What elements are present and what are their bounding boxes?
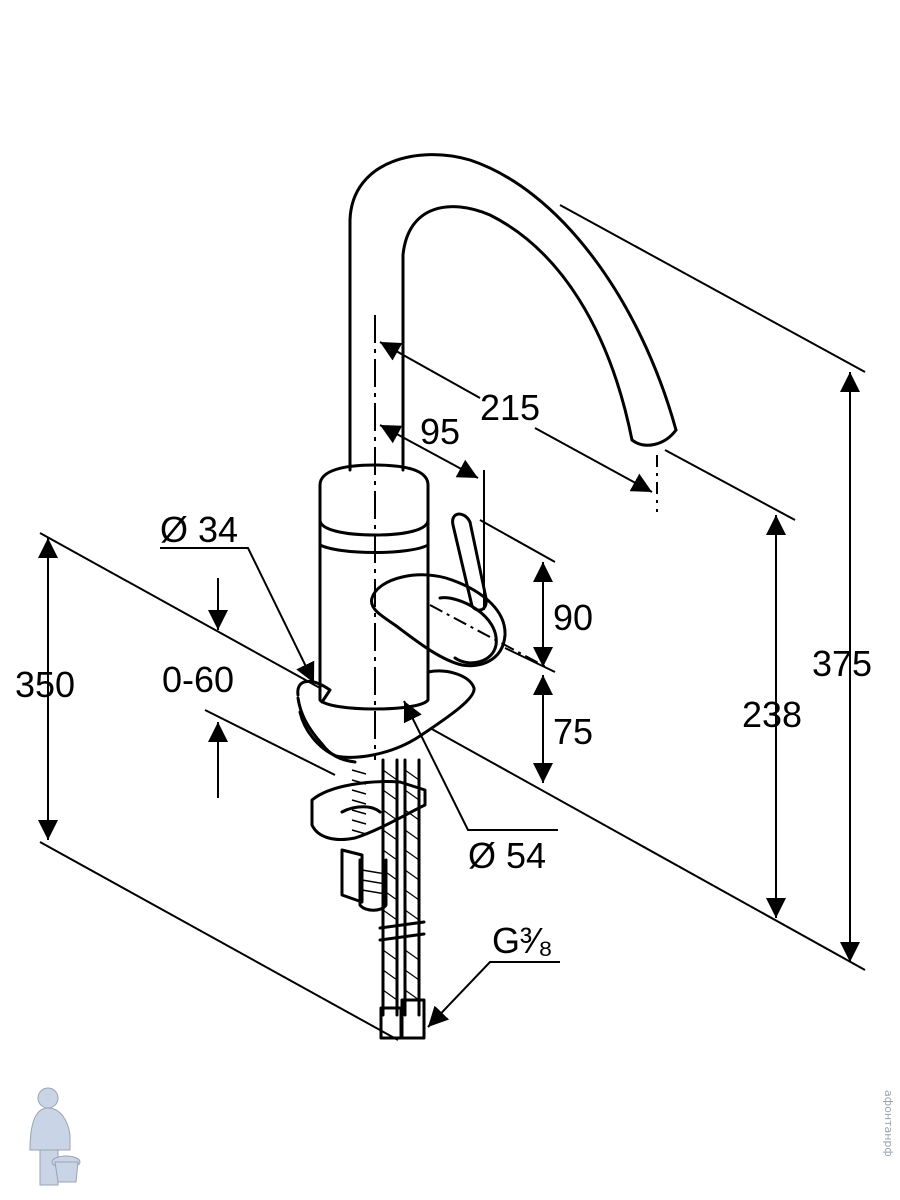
spout-inner [401, 205, 634, 472]
hose-clip [378, 920, 426, 942]
label-375: 375 [812, 643, 872, 684]
base-plate-rim [296, 696, 357, 764]
ext-90-bottom [504, 647, 556, 673]
faucet-outline [296, 153, 678, 1040]
fitting-right [400, 998, 426, 1040]
lever-knob-face [438, 596, 498, 665]
hose-left [381, 758, 399, 1017]
stud-cylinder [358, 858, 388, 912]
label-dia34: Ø 34 [160, 509, 238, 550]
label-75: 75 [553, 711, 593, 752]
ext-90-top [479, 519, 556, 563]
ext-350-bottom [39, 841, 399, 1041]
dim-215-line-b [534, 427, 653, 493]
ext-0-60-bottom [204, 709, 336, 776]
label-dia54: Ø 54 [468, 835, 546, 876]
label-350: 350 [15, 664, 75, 705]
bracket-slot [340, 805, 382, 814]
label-0-60: 0-60 [162, 659, 234, 700]
ext-350-top [39, 532, 321, 689]
watermark-text: афонтанрф [882, 1090, 895, 1157]
base-plate [296, 669, 476, 759]
dimension-lines [38, 204, 866, 1041]
stud-block [340, 848, 364, 904]
dimension-labels: 215 95 Ø 34 350 0-60 90 75 238 375 Ø 54 … [15, 387, 872, 961]
dim-95-line [379, 424, 479, 479]
spout-tip [630, 428, 678, 447]
label-238: 238 [742, 694, 802, 735]
dia54-leader [403, 700, 558, 831]
lever-axis [429, 604, 549, 669]
lever-handle [451, 512, 488, 612]
label-90: 90 [553, 597, 593, 638]
thread-leader [427, 961, 560, 1028]
label-thread: G³⁄₈ [492, 920, 553, 961]
label-215: 215 [480, 387, 540, 428]
threaded-stud [351, 769, 387, 895]
lever-knob [370, 573, 507, 668]
spout-outer [348, 153, 678, 472]
ext-375-top [559, 204, 866, 373]
hose-right [403, 758, 421, 1017]
label-95: 95 [420, 411, 460, 452]
body-collar [318, 463, 430, 537]
dia34-leader [160, 547, 315, 684]
mounting-bracket [310, 780, 427, 841]
hose-braid [382, 769, 420, 1001]
plumber-mascot-logo [29, 1087, 81, 1186]
ext-238-top [664, 449, 796, 521]
dim-215-line-a [379, 341, 481, 399]
ext-bottom-right [429, 727, 866, 971]
